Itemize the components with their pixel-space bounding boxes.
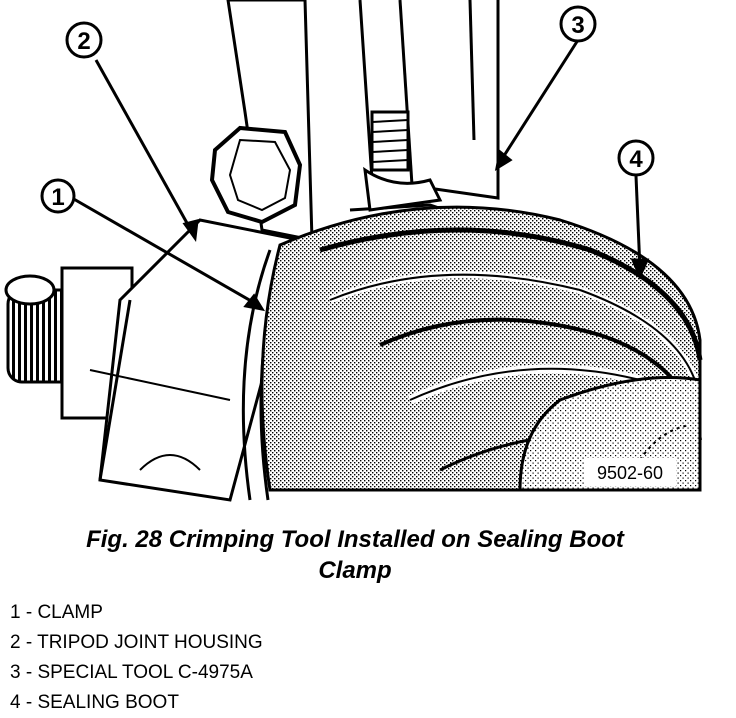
legend-item-special-tool: 3 - SPECIAL TOOL C-4975A [10,662,253,683]
caption-line-2: Clamp [318,557,392,584]
leader-line-2 [94,59,194,233]
leader-line-1 [71,196,259,307]
callout-4: 4 [617,139,655,177]
callout-1-number: 1 [51,184,64,211]
leader-arrow-4 [630,258,650,280]
callout-1: 1 [40,178,76,214]
sealing-boot [260,205,705,492]
legend-item-tripod-joint-housing: 2 - TRIPOD JOINT HOUSING [10,632,263,653]
special-tool-body [209,0,500,242]
leader-arrow-2 [182,219,199,243]
legend-item-sealing-boot: 4 - SEALING BOOT [10,692,179,713]
callout-4-number: 4 [629,146,643,173]
callout-2-number: 2 [77,28,90,55]
threaded-stud [370,110,410,172]
figure-code: 9502-60 [597,463,663,483]
leader-arrow-1 [243,293,266,312]
callout-3-number: 3 [571,12,584,39]
leader-line-3 [498,39,580,163]
figure-caption: Fig. 28 Crimping Tool Installed on Seali… [30,524,680,586]
leader-lines [71,39,650,312]
callout-3: 3 [559,5,597,43]
parts-legend: 1 - CLAMP 2 - TRIPOD JOINT HOUSING 3 - S… [10,598,263,718]
hex-bolt-head [209,125,303,225]
leader-line-4 [634,175,642,271]
crimping-tool-illustration: 1 2 3 4 9502-60 [4,0,705,502]
legend-item-clamp: 1 - CLAMP [10,602,103,623]
callout-2: 2 [65,21,103,59]
caption-line-1: Fig. 28 Crimping Tool Installed on Seali… [86,526,624,553]
tripod-joint-housing [89,218,302,502]
leader-arrow-3 [494,149,513,172]
